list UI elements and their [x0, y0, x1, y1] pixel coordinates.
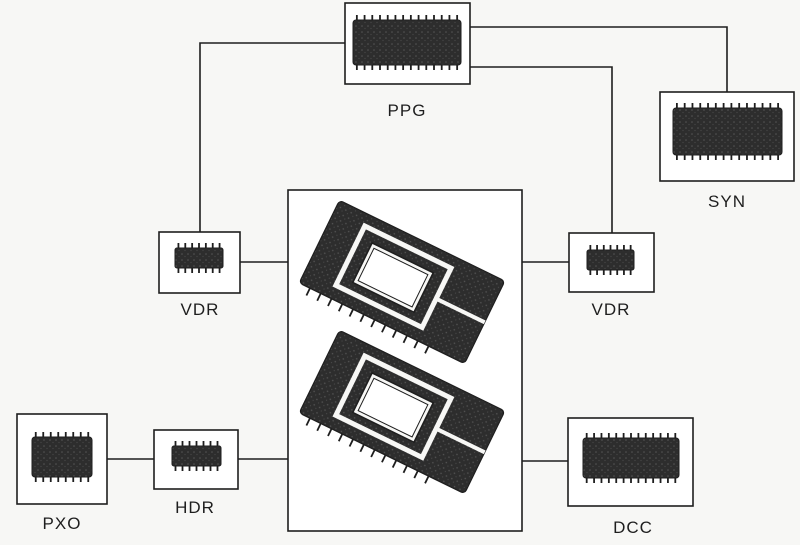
- ccd-sensor-top: [299, 201, 505, 363]
- hdr-label: HDR: [175, 498, 215, 517]
- wire-ppg-vdr-right: [470, 66, 613, 233]
- wire-ppg-syn: [470, 26, 728, 92]
- ppg-label: PPG: [387, 101, 427, 120]
- syn-label: SYN: [708, 192, 746, 211]
- wire-ppg-vdr-left: [199, 42, 345, 232]
- ccd-sensor-bottom: [299, 331, 505, 493]
- dcc-chip: [582, 437, 680, 479]
- syn-chip: [672, 107, 783, 156]
- ppg-chip: [352, 19, 462, 66]
- pxo-label: PXO: [42, 514, 82, 533]
- pxo-chip: [31, 436, 93, 478]
- vdr-left-chip: [174, 247, 224, 269]
- vdr-right-label: VDR: [591, 300, 631, 319]
- vdr-right-box: [568, 232, 655, 293]
- hdr-chip: [171, 445, 222, 467]
- vdr-left-label: VDR: [180, 300, 220, 319]
- wires: [107, 26, 728, 462]
- dcc-label: DCC: [613, 518, 653, 537]
- vdr-right-chip: [586, 249, 635, 271]
- chip-pins: [34, 15, 780, 483]
